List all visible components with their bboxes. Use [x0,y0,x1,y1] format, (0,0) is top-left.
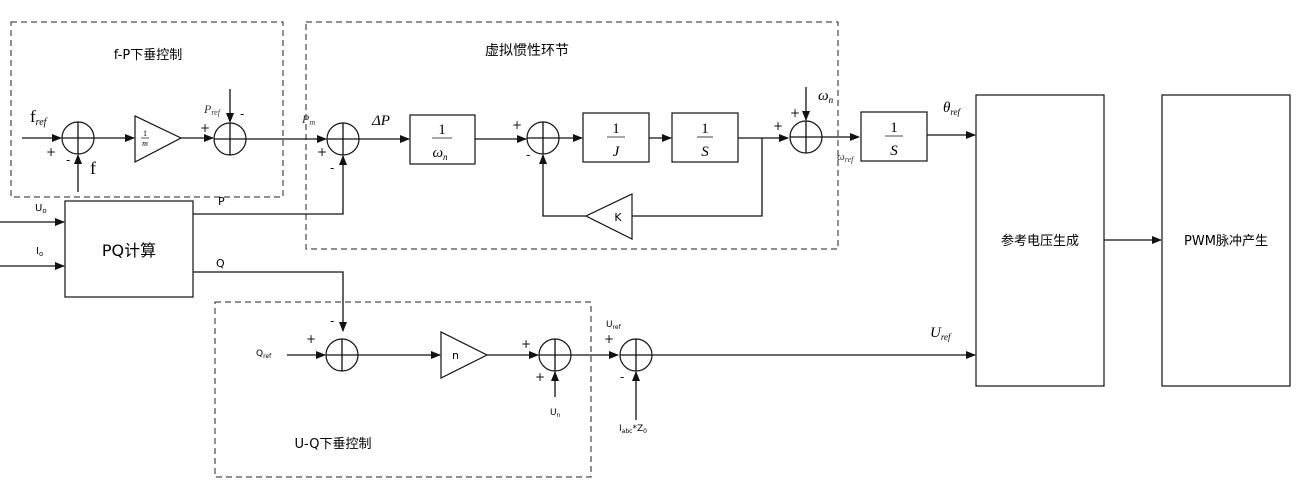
gain-k: K [584,193,633,240]
gain-n: n [440,331,489,379]
sign-minus: - [66,153,70,167]
block-integrator-2: 1 S [860,111,928,162]
sign-minus: - [620,370,624,384]
sum-junction-damping [526,121,560,155]
f-ref-label: fref [30,107,48,128]
p-line [193,155,347,215]
svg-text:m: m [142,139,148,148]
q-line [193,271,347,332]
uo-label: Uo [35,203,47,215]
sign-plus: + [512,118,522,132]
svg-text:1: 1 [701,121,709,137]
svg-text:S: S [890,143,898,159]
uq-droop-group [214,301,592,478]
fp-droop-title: f-P下垂控制 [114,48,182,63]
svg-text:参考电压生成: 参考电压生成 [1001,233,1079,249]
sign-plus: + [790,106,800,120]
sign-plus: + [200,121,210,135]
sign-plus: + [521,337,531,351]
q-ref-label: Qref [256,349,272,360]
svg-text:PQ计算: PQ计算 [102,241,156,260]
u-ref-big-label: Uref [930,325,952,342]
pm-label: Pm [301,112,315,127]
delta-p-label: ΔP [371,113,390,129]
svg-text:K: K [614,211,622,224]
fp-droop-group [10,21,284,198]
block-1-over-omega-n: 1 ωn [409,114,476,165]
sign-minus: - [330,161,334,175]
svg-text:1: 1 [438,122,446,138]
svg-text:S: S [701,144,709,160]
sign-minus: - [330,314,334,328]
sum-junction-un [538,338,572,372]
omega-ref-label: ωref [837,151,855,164]
sign-minus: - [526,148,530,162]
sum-junction-q [325,338,359,372]
f-label: f [90,158,96,178]
feedback-line [632,138,763,217]
gain-1-over-m: 1 m [134,115,183,163]
block-1-over-j: 1 J [582,112,650,163]
sign-plus: + [773,119,783,133]
svg-text:PWM脉冲产生: PWM脉冲产生 [1184,234,1268,249]
sign-plus: + [604,332,614,346]
uq-droop-title: U-Q下垂控制 [295,437,372,452]
un-label: Un [550,408,561,419]
sign-minus: - [240,107,244,121]
svg-text:ωn: ωn [432,145,448,162]
sum-junction-impedance [619,338,653,372]
feedback-return-line [539,154,586,217]
virtual-inertia-group [305,21,839,250]
svg-text:1: 1 [612,121,620,137]
sum-junction-freq [61,121,95,155]
sign-plus: + [535,370,545,384]
theta-ref-label: θref [943,100,962,117]
sum-junction-pref [213,122,247,156]
sum-junction-omega [789,120,823,154]
pwm-block: PWM脉冲产生 [1161,94,1291,387]
pq-calc-block: PQ计算 [64,200,194,298]
svg-text:1: 1 [143,129,147,138]
u-ref-small-label: Uref [606,320,622,331]
sign-plus: + [306,332,316,346]
omega-n-label: ωn [818,88,834,105]
virtual-inertia-title: 虚拟惯性环节 [485,42,569,59]
ref-voltage-block: 参考电压生成 [975,94,1105,387]
p-ref-label: Pref [203,102,222,117]
q-label: Q [216,257,225,270]
svg-text:J: J [613,144,621,160]
block-integrator-1: 1 S [671,112,739,163]
io-label: Io [36,246,43,258]
svg-text:1: 1 [890,120,898,136]
iabc-z0-label: Iabc*Z0 [619,424,647,435]
sign-plus: + [317,145,327,159]
sum-junction-delta-p [326,122,360,156]
svg-text:n: n [452,349,459,362]
p-label: P [218,195,225,208]
sign-plus: + [46,145,56,159]
